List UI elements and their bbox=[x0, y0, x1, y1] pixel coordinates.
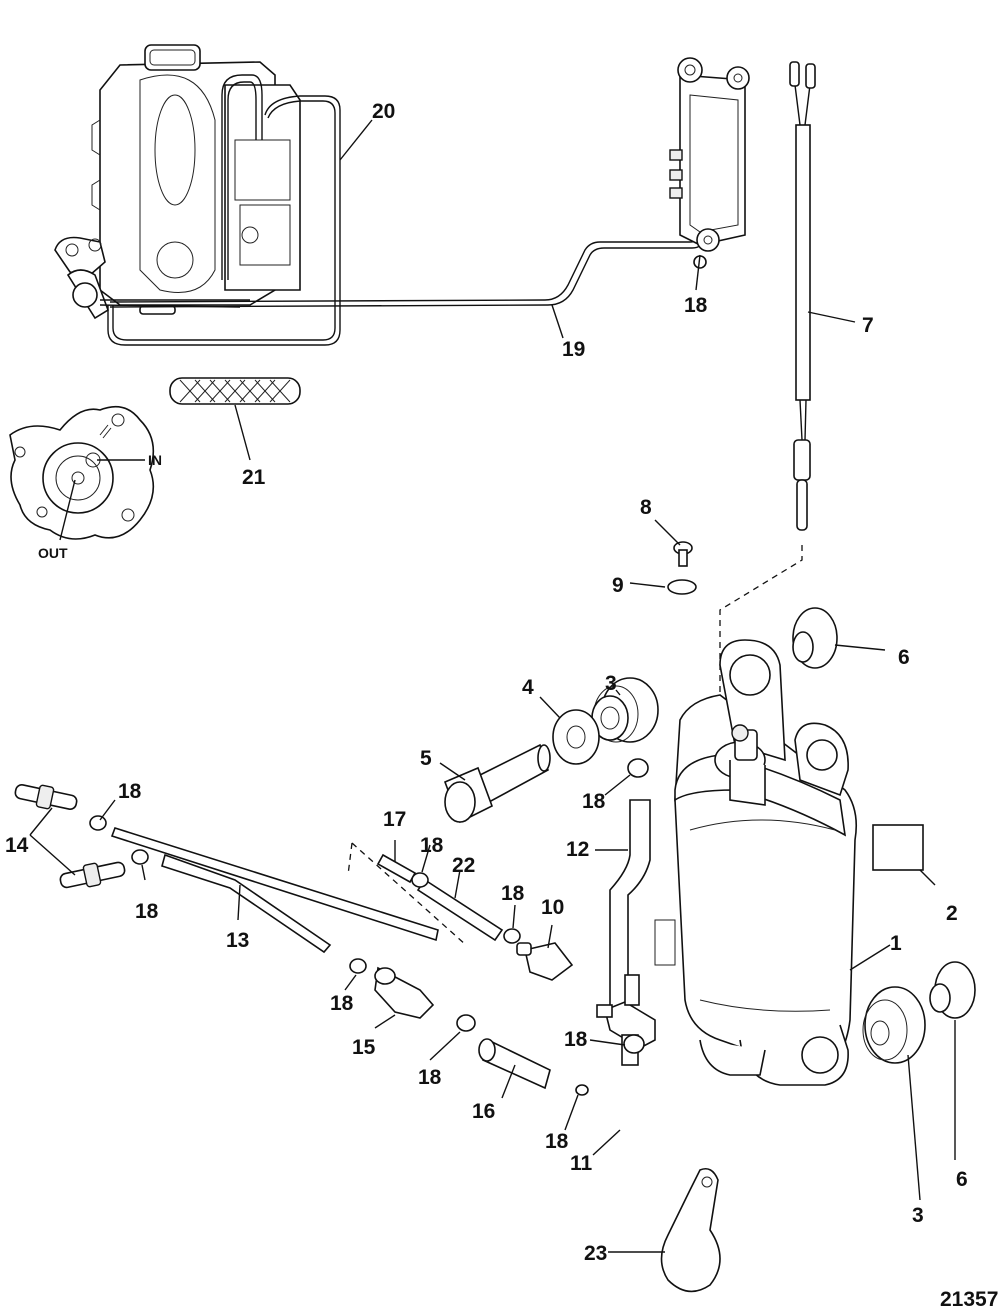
callout-7: 7 bbox=[862, 314, 874, 337]
callout-3-bottom: 3 bbox=[912, 1204, 924, 1227]
callout-18-g: 18 bbox=[582, 790, 606, 813]
clamp-18-a bbox=[89, 815, 107, 831]
callout-12: 12 bbox=[566, 838, 589, 861]
callout-23: 23 bbox=[584, 1242, 607, 1265]
callout-15: 15 bbox=[352, 1036, 376, 1059]
clamp-18-e bbox=[349, 958, 367, 974]
callout-11: 11 bbox=[570, 1152, 593, 1175]
callout-6-bottom: 6 bbox=[956, 1168, 968, 1191]
clamp-18-c bbox=[411, 872, 429, 888]
clamp-18-b bbox=[131, 849, 149, 865]
washer-9 bbox=[667, 579, 697, 595]
fitting-10 bbox=[516, 942, 574, 981]
bushing-6-bottom bbox=[929, 961, 976, 1019]
sensor-7 bbox=[719, 61, 816, 700]
callout-5: 5 bbox=[420, 747, 432, 770]
sleeve-16 bbox=[478, 1038, 551, 1090]
hose-21 bbox=[169, 377, 301, 405]
callout-18-a: 18 bbox=[118, 780, 142, 803]
engine-assembly bbox=[54, 44, 301, 320]
fuel-pump-detail bbox=[9, 405, 155, 540]
clamp-23 bbox=[660, 1167, 721, 1293]
callout-18-c: 18 bbox=[420, 834, 444, 857]
callout-18-d: 18 bbox=[501, 882, 525, 905]
clamp-18-f bbox=[456, 1014, 476, 1032]
port-label-out: OUT bbox=[38, 545, 68, 561]
callout-1: 1 bbox=[890, 932, 902, 955]
clamp-18-h bbox=[623, 1034, 645, 1054]
grommet-3-bottom bbox=[862, 986, 926, 1064]
connector-14-bottom bbox=[59, 861, 126, 889]
screw-8 bbox=[673, 541, 693, 567]
trim-cylinder-1 bbox=[654, 639, 858, 1086]
callout-18-b: 18 bbox=[135, 900, 159, 923]
washer-4 bbox=[552, 709, 600, 765]
bolt-5 bbox=[443, 743, 551, 824]
bushing-6-top bbox=[792, 607, 838, 669]
callout-18-top: 18 bbox=[684, 294, 708, 317]
leader-lines bbox=[29, 119, 956, 1253]
callout-21: 21 bbox=[242, 466, 266, 489]
callout-22: 22 bbox=[452, 854, 475, 877]
filter-15 bbox=[374, 966, 435, 1019]
callout-18-i: 18 bbox=[545, 1130, 569, 1153]
callout-17: 17 bbox=[383, 808, 406, 831]
fuel-line-13 bbox=[110, 827, 439, 954]
callout-19: 19 bbox=[562, 338, 585, 361]
callout-9: 9 bbox=[612, 574, 624, 597]
callout-8: 8 bbox=[640, 496, 652, 519]
clamp-18-i bbox=[575, 1084, 589, 1096]
callout-18-h: 18 bbox=[564, 1028, 588, 1051]
callout-13: 13 bbox=[226, 929, 249, 952]
figure-number: 21357 bbox=[940, 1288, 998, 1311]
callout-14: 14 bbox=[5, 834, 29, 857]
callout-10: 10 bbox=[541, 896, 564, 919]
callout-6-top: 6 bbox=[898, 646, 910, 669]
callout-labels: 20 19 18 7 21 IN OUT 8 9 6 3 4 5 18 12 2… bbox=[5, 100, 998, 1311]
clamp-18-d bbox=[503, 928, 521, 944]
connector-14-top bbox=[14, 784, 78, 810]
fuel-line-20 bbox=[107, 95, 341, 346]
callout-3-top: 3 bbox=[605, 672, 617, 695]
callout-18-e: 18 bbox=[330, 992, 354, 1015]
port-label-in: IN bbox=[148, 452, 162, 468]
callout-18-f: 18 bbox=[418, 1066, 442, 1089]
callout-2: 2 bbox=[946, 902, 958, 925]
decal-2 bbox=[872, 824, 924, 871]
callout-16: 16 bbox=[472, 1100, 495, 1123]
clamp-18-g bbox=[627, 758, 649, 778]
callout-4: 4 bbox=[522, 676, 534, 699]
tee-fitting-11 bbox=[596, 974, 656, 1066]
grommet-3-top bbox=[591, 677, 659, 743]
callout-20: 20 bbox=[372, 100, 395, 123]
fitting-17 bbox=[376, 853, 417, 884]
electronic-module bbox=[669, 57, 750, 252]
